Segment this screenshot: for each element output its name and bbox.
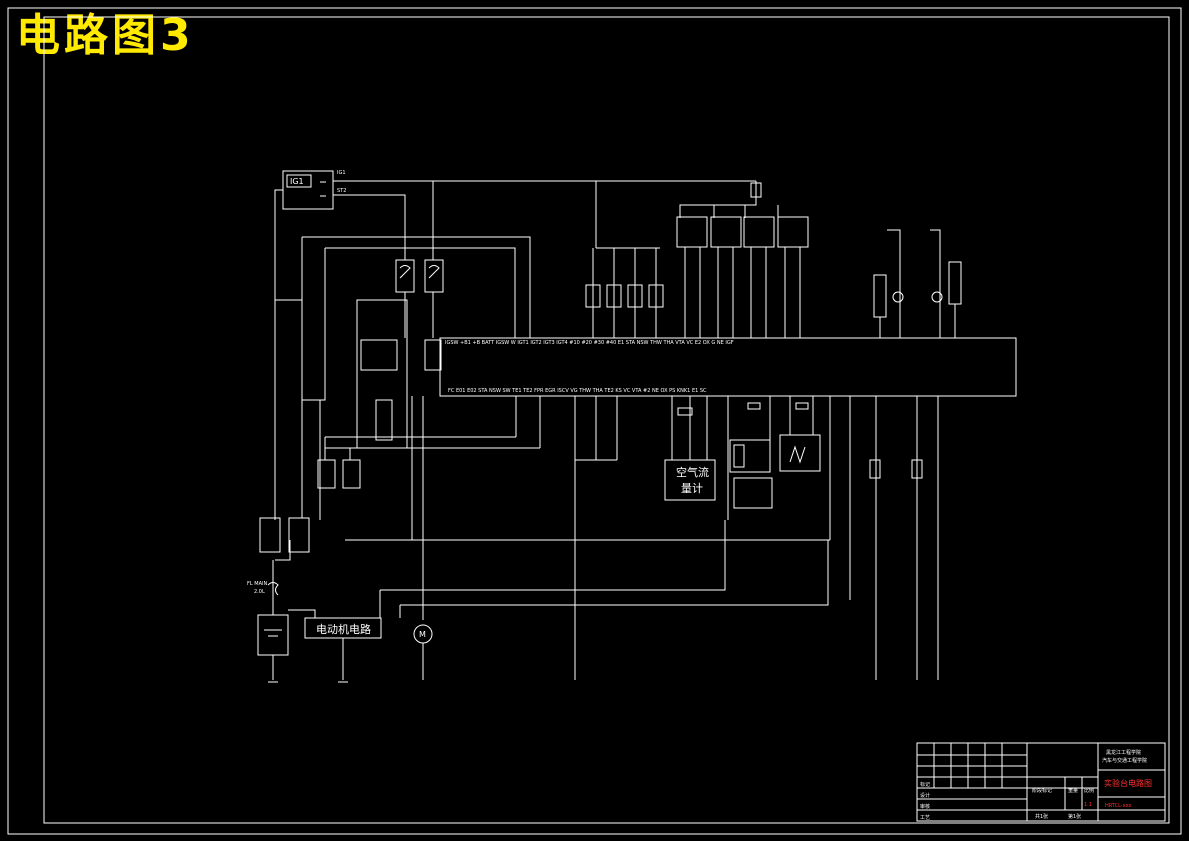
row-design: 设计	[920, 792, 930, 799]
relay-pair-left	[259, 459, 361, 553]
title-block: 黑龙江工程学院 汽车与交通工程学院 实验台电路图 HRTCL-xxx 标记 设计…	[916, 742, 1166, 822]
air-flow-meter: 空气流 量计	[664, 396, 716, 501]
ignition-switch: IG1 IG1 ST2	[282, 170, 346, 210]
battery: FL MAIN 2.0L	[247, 560, 289, 683]
ig-label: IG1	[290, 177, 304, 186]
throttle-sensors	[727, 396, 821, 520]
row-process: 工艺	[920, 815, 930, 821]
scale-label: 比例	[1084, 787, 1094, 794]
drawing-title: 实验台电路图	[1104, 778, 1152, 788]
inner-border	[43, 16, 1170, 824]
row-mark: 标记	[920, 781, 930, 788]
sheet-total: 共1张	[1035, 813, 1048, 820]
fuse-main-label: FL MAIN	[247, 581, 267, 587]
outer-border	[7, 7, 1182, 835]
drawing-number: HRTCL-xxx	[1105, 803, 1132, 809]
right-sensors	[869, 229, 962, 680]
ig-terminal-label: IG1	[337, 170, 346, 176]
ignition-coils	[585, 247, 664, 338]
ecu-box: IGSW +B1 +B BATT IGSW W IGT1 IGT2 IGT3 I…	[439, 337, 1017, 397]
weight-label: 重量	[1068, 787, 1078, 794]
afm-line2: 量计	[681, 482, 703, 495]
fuel-pump-motor: M	[413, 624, 433, 680]
stage-mark: 阶段标记	[1032, 787, 1052, 794]
row-review: 审核	[920, 803, 930, 810]
scale-value: 1:1	[1084, 802, 1092, 808]
injector-group	[676, 216, 809, 338]
efi-relay	[356, 299, 442, 449]
svg-text:IGSW +B1 +B BATT IGSW W: IGSW +B1 +B BATT IGSW W IGT1 IGT2 IGT3 I…	[445, 340, 734, 346]
motor-circuit-label: 电动机电路	[316, 622, 371, 636]
svg-text:FC E01 E02 STA NSW SW TE: FC E01 E02 STA NSW SW TE1 TE2 FPR EGR IS…	[448, 388, 707, 394]
fuse-rating-label: 2.0L	[254, 589, 265, 595]
fuse-pair-top	[395, 259, 444, 293]
motor-symbol: M	[419, 630, 426, 639]
sheet-number: 第1张	[1068, 813, 1081, 820]
st-terminal-label: ST2	[337, 188, 346, 194]
school-line2: 汽车与交通工程学院	[1102, 757, 1147, 764]
school-line1: 黑龙江工程学院	[1106, 749, 1141, 756]
afm-line1: 空气流	[676, 465, 709, 479]
motor-circuit-box: 电动机电路	[288, 520, 829, 683]
drawing-heading: 电路图3	[16, 10, 195, 61]
